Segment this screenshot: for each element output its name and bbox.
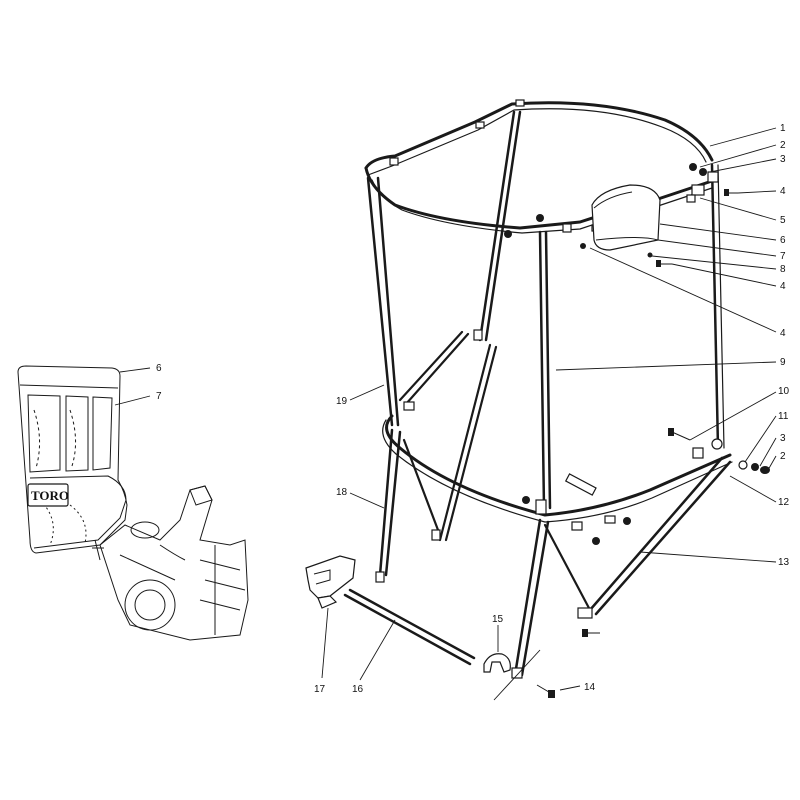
callout-1: 1 <box>780 123 786 134</box>
callout-7: 7 <box>780 251 786 262</box>
clamp-15 <box>483 653 511 673</box>
callout-labels: 1 2 3 4 5 6 7 8 4 4 9 10 11 3 2 12 13 14… <box>156 123 790 695</box>
callout-2: 2 <box>780 140 786 151</box>
callout-10: 10 <box>778 386 790 397</box>
callout-4-top: 4 <box>780 186 786 197</box>
callout-18: 18 <box>336 487 348 498</box>
inset-callout-7: 7 <box>156 391 162 402</box>
callout-12: 12 <box>778 497 790 508</box>
inset-callout-6: 6 <box>156 363 162 374</box>
inset-machine-illustration: TORO <box>17 365 249 641</box>
headliner-pad <box>591 184 661 251</box>
callout-5: 5 <box>780 215 786 226</box>
callout-8: 8 <box>780 264 786 275</box>
callout-15: 15 <box>492 614 504 625</box>
callout-3-lower: 3 <box>780 433 786 444</box>
callout-13: 13 <box>778 557 790 568</box>
callout-4-lower: 4 <box>780 328 786 339</box>
callout-4-mid: 4 <box>780 281 786 292</box>
leader-lines <box>114 127 777 701</box>
callout-14: 14 <box>584 682 596 693</box>
callout-2-lower: 2 <box>780 451 786 462</box>
callout-6: 6 <box>780 235 786 246</box>
callout-3: 3 <box>780 154 786 165</box>
cab-frame-assembly <box>343 99 770 698</box>
toro-logo: TORO <box>31 488 69 503</box>
bracket-17 <box>305 555 356 609</box>
callout-17: 17 <box>314 684 326 695</box>
callout-11: 11 <box>778 411 789 422</box>
callout-16: 16 <box>352 684 364 695</box>
callout-9: 9 <box>780 357 786 368</box>
callout-19: 19 <box>336 396 348 407</box>
